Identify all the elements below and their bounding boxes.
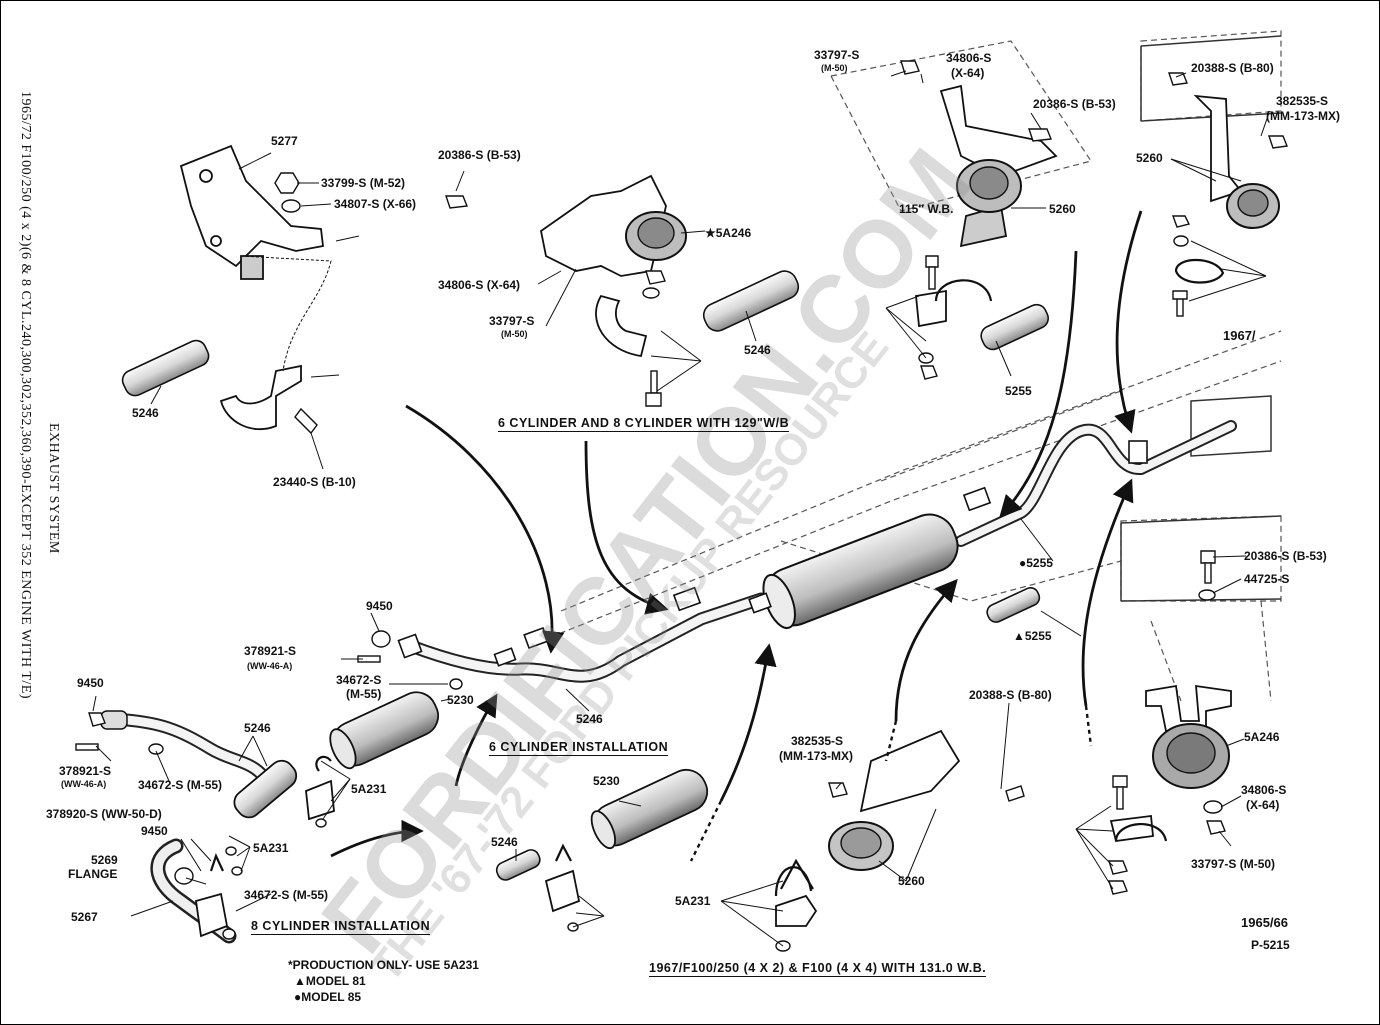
part-label: 5255 — [1005, 384, 1032, 398]
part-label: 5230 — [593, 774, 620, 788]
part-label: 5A231 — [675, 894, 711, 908]
caption-6-cyl-installation: 6 CYLINDER INSTALLATION — [489, 740, 669, 756]
part-label: 34807-S (X-66) — [334, 197, 417, 211]
part-label: 23440-S (B-10) — [273, 475, 356, 489]
part-label: 5A231 — [351, 782, 387, 796]
part-label: 5267 — [71, 910, 98, 924]
part-label: FLANGE — [68, 867, 118, 881]
part-label-sub: (MM-173-MX) — [779, 749, 853, 763]
caption-6-8-cyl-129wb: 6 CYLINDER AND 8 CYLINDER WITH 129"W/B — [498, 416, 790, 432]
part-label: 5246 — [576, 712, 603, 726]
location-arrows — [330, 210, 1143, 858]
part-label: 5A246 — [1244, 730, 1280, 744]
part-label: 44725-S — [1244, 572, 1290, 586]
part-label-sub: (M-50) — [821, 63, 848, 73]
part-label: 9450 — [141, 824, 168, 838]
caption-8-cyl-installation: 8 CYLINDER INSTALLATION — [251, 919, 431, 935]
part-label: 5260 — [1136, 151, 1163, 165]
clamps-insulators — [209, 159, 1280, 897]
part-label: 378921-S — [244, 644, 297, 658]
part-label: 382535-S — [791, 734, 844, 748]
part-label-sub: (MM-173-MX) — [1266, 109, 1340, 123]
part-label: 33797-S — [814, 48, 860, 62]
part-label: 5277 — [271, 134, 298, 148]
part-label: 378920-S (WW-50-D) — [46, 807, 162, 821]
part-label-sub: (WW-46-A) — [247, 661, 293, 671]
part-label: 9450 — [77, 676, 104, 690]
part-label: 34672-S — [336, 673, 382, 687]
part-label: 33797-S (M-50) — [1191, 857, 1276, 871]
part-label: 5246 — [244, 721, 271, 735]
part-label-sub: (WW-46-A) — [61, 779, 107, 789]
year-tag-1965-66: 1965/66 — [1241, 915, 1288, 930]
part-label-sub: (X-64) — [951, 66, 985, 80]
part-label: 20388-S (B-80) — [1191, 61, 1274, 75]
short-pipe-pieces — [121, 270, 1049, 881]
part-label: 34672-S (M-55) — [244, 888, 329, 902]
part-label: 34806-S (X-64) — [438, 278, 521, 292]
note-production-only: *PRODUCTION ONLY- USE 5A231 — [288, 958, 479, 972]
caption-1967-f100-250: 1967/F100/250 (4 X 2) & F100 (4 X 4) WIT… — [649, 961, 987, 977]
part-label-sub: (X-64) — [1246, 798, 1280, 812]
part-label: 5269 — [91, 853, 118, 867]
part-label: 5246 — [132, 406, 159, 420]
part-label: 20386-S (B-53) — [438, 148, 521, 162]
year-tag-1967: 1967/ — [1223, 328, 1256, 343]
part-label: 20386-S (B-53) — [1244, 549, 1327, 563]
muffler-8cyl — [329, 691, 439, 770]
muffler-lower — [590, 768, 709, 850]
wb-115-label: 115'' W.B. — [899, 202, 954, 216]
fasteners — [75, 60, 1288, 952]
exhaust-pipe-run — [404, 420, 1237, 683]
part-label: ★5A246 — [705, 226, 752, 240]
part-label: 5260 — [1049, 202, 1076, 216]
part-label: 20386-S (B-53) — [1033, 97, 1116, 111]
part-label: 5A231 — [253, 841, 289, 855]
front-pipe-8cyl — [100, 710, 298, 819]
part-label-sub: (M-50) — [501, 329, 528, 339]
pipe-hangers — [397, 440, 1148, 667]
part-label: 5230 — [447, 693, 474, 707]
side-title-line2: EXHAUST SYSTEM — [46, 423, 61, 554]
part-label: 34806-S — [946, 51, 992, 65]
part-label: 34672-S (M-55) — [138, 778, 223, 792]
part-label: 9450 — [366, 599, 393, 613]
part-label: ▲5255 — [1013, 629, 1052, 643]
part-label: 33799-S (M-52) — [321, 176, 406, 190]
note-model-85: ●MODEL 85 — [294, 990, 362, 1004]
part-label: 34806-S — [1241, 783, 1287, 797]
note-model-81: ▲MODEL 81 — [294, 974, 366, 988]
part-label: ●5255 — [1019, 556, 1053, 570]
plate-number: P-5215 — [1251, 938, 1290, 952]
part-label: 5246 — [744, 343, 771, 357]
part-label: 5246 — [491, 835, 518, 849]
part-label: 5260 — [898, 874, 925, 888]
part-label: 33797-S — [489, 314, 535, 328]
side-title-line1: 1965/72 F100/250 (4 x 2)(6 & 8 CYL.240,3… — [18, 91, 33, 700]
leader-lines — [92, 70, 1270, 947]
part-label: 20388-S (B-80) — [969, 688, 1052, 702]
part-label: 378921-S — [59, 764, 112, 778]
part-label-sub: (M-55) — [346, 687, 382, 701]
part-label: 382535-S — [1276, 94, 1329, 108]
